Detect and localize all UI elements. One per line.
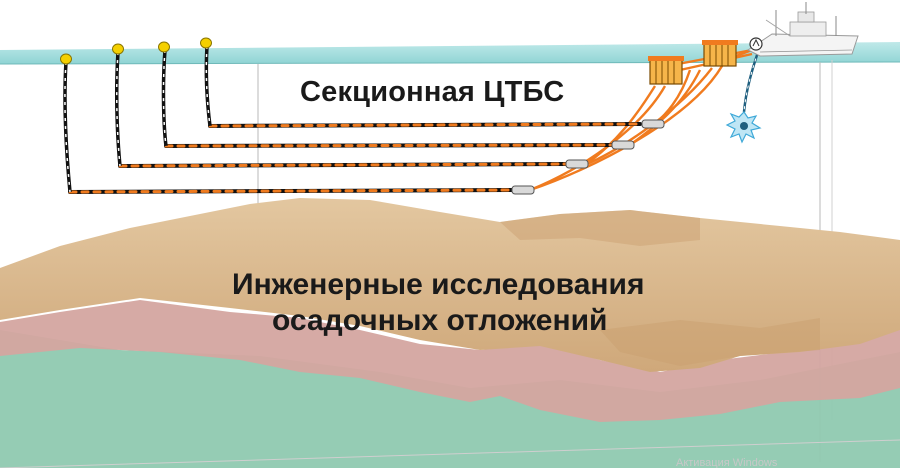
connector (511, 185, 535, 195)
clay-layer (0, 300, 900, 422)
riser-1 (204, 45, 212, 127)
float-buoy-icon (200, 37, 212, 49)
tow-frame-icon (702, 40, 738, 67)
streamer-4 (68, 188, 514, 194)
streamer-2 (164, 143, 614, 148)
float-buoy-icon (158, 41, 170, 53)
air-gun-source-icon (725, 111, 762, 144)
riser-4 (63, 61, 72, 193)
system-title: Секционная ЦТБС (300, 76, 565, 108)
sand-shade (500, 210, 700, 246)
lead-in-4 (529, 65, 724, 192)
source-umbilical-stripe (743, 51, 759, 113)
section-connectors (511, 119, 665, 195)
streamer-3 (118, 162, 568, 168)
sea-surface-edge (0, 61, 900, 65)
connector (641, 119, 665, 129)
connector (611, 140, 635, 150)
frame-bottom (0, 439, 900, 468)
seabed-caption-line1: Инженерные исследования (232, 268, 645, 301)
float-risers (63, 45, 212, 193)
float-buoys (60, 37, 212, 65)
sand-shade-2 (600, 318, 820, 366)
ship-icon (747, 2, 859, 57)
lead-in-cables (529, 48, 753, 192)
seabed-caption-line2: осадочных отложений (272, 304, 608, 337)
connector (565, 159, 589, 169)
watermark-text: Активация Windows (676, 457, 778, 468)
streamer-sections (68, 122, 642, 194)
bottom-layer (0, 330, 900, 468)
float-buoy-icon (112, 43, 124, 55)
float-buoy-icon (60, 53, 72, 65)
streamer-1 (208, 122, 642, 128)
tow-frame-icon (648, 56, 684, 85)
riser-2 (161, 49, 168, 147)
riser-3 (114, 51, 122, 167)
